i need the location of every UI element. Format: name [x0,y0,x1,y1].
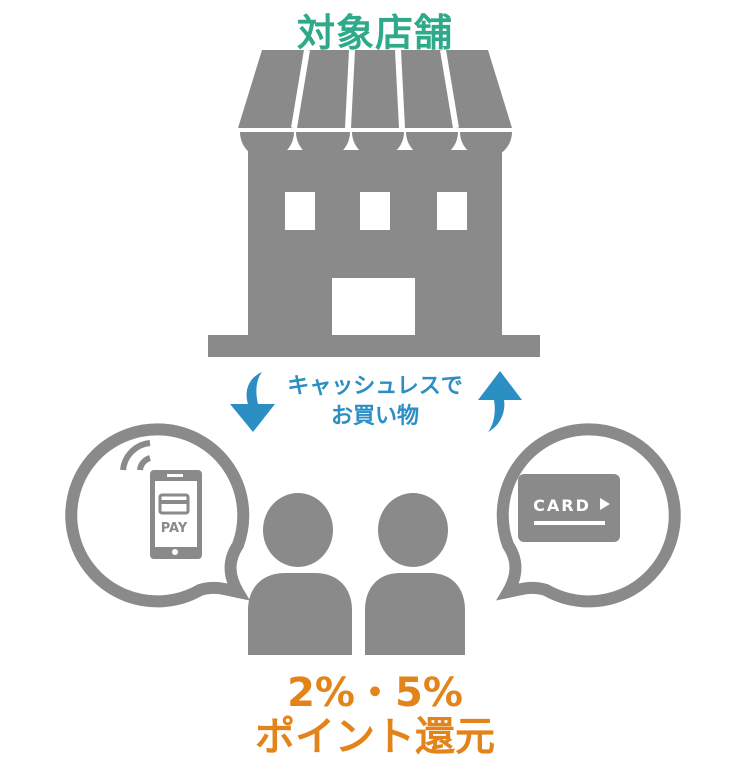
reward-rate: 2%・5% [287,670,463,716]
store-icon [208,49,540,357]
credit-card-icon: CARD [518,474,620,542]
arrow-up-icon [478,371,522,432]
speech-bubble-right [496,423,681,608]
caption-line-2: お買い物 [330,404,419,429]
speech-bubble-left [65,423,250,608]
card-label: CARD [533,496,591,515]
reward-label: ポイント還元 [255,714,495,760]
store-title: 対象店舗 [296,11,453,55]
cashless-caption: キャッシュレスで お買い物 [240,372,510,432]
arrow-down-icon [230,372,275,432]
smartphone-pay-icon: PAY [120,440,202,559]
person-icon [365,493,465,655]
person-icon [248,493,352,655]
caption-line-1: キャッシュレスで [287,374,463,399]
pay-label: PAY [161,521,188,536]
